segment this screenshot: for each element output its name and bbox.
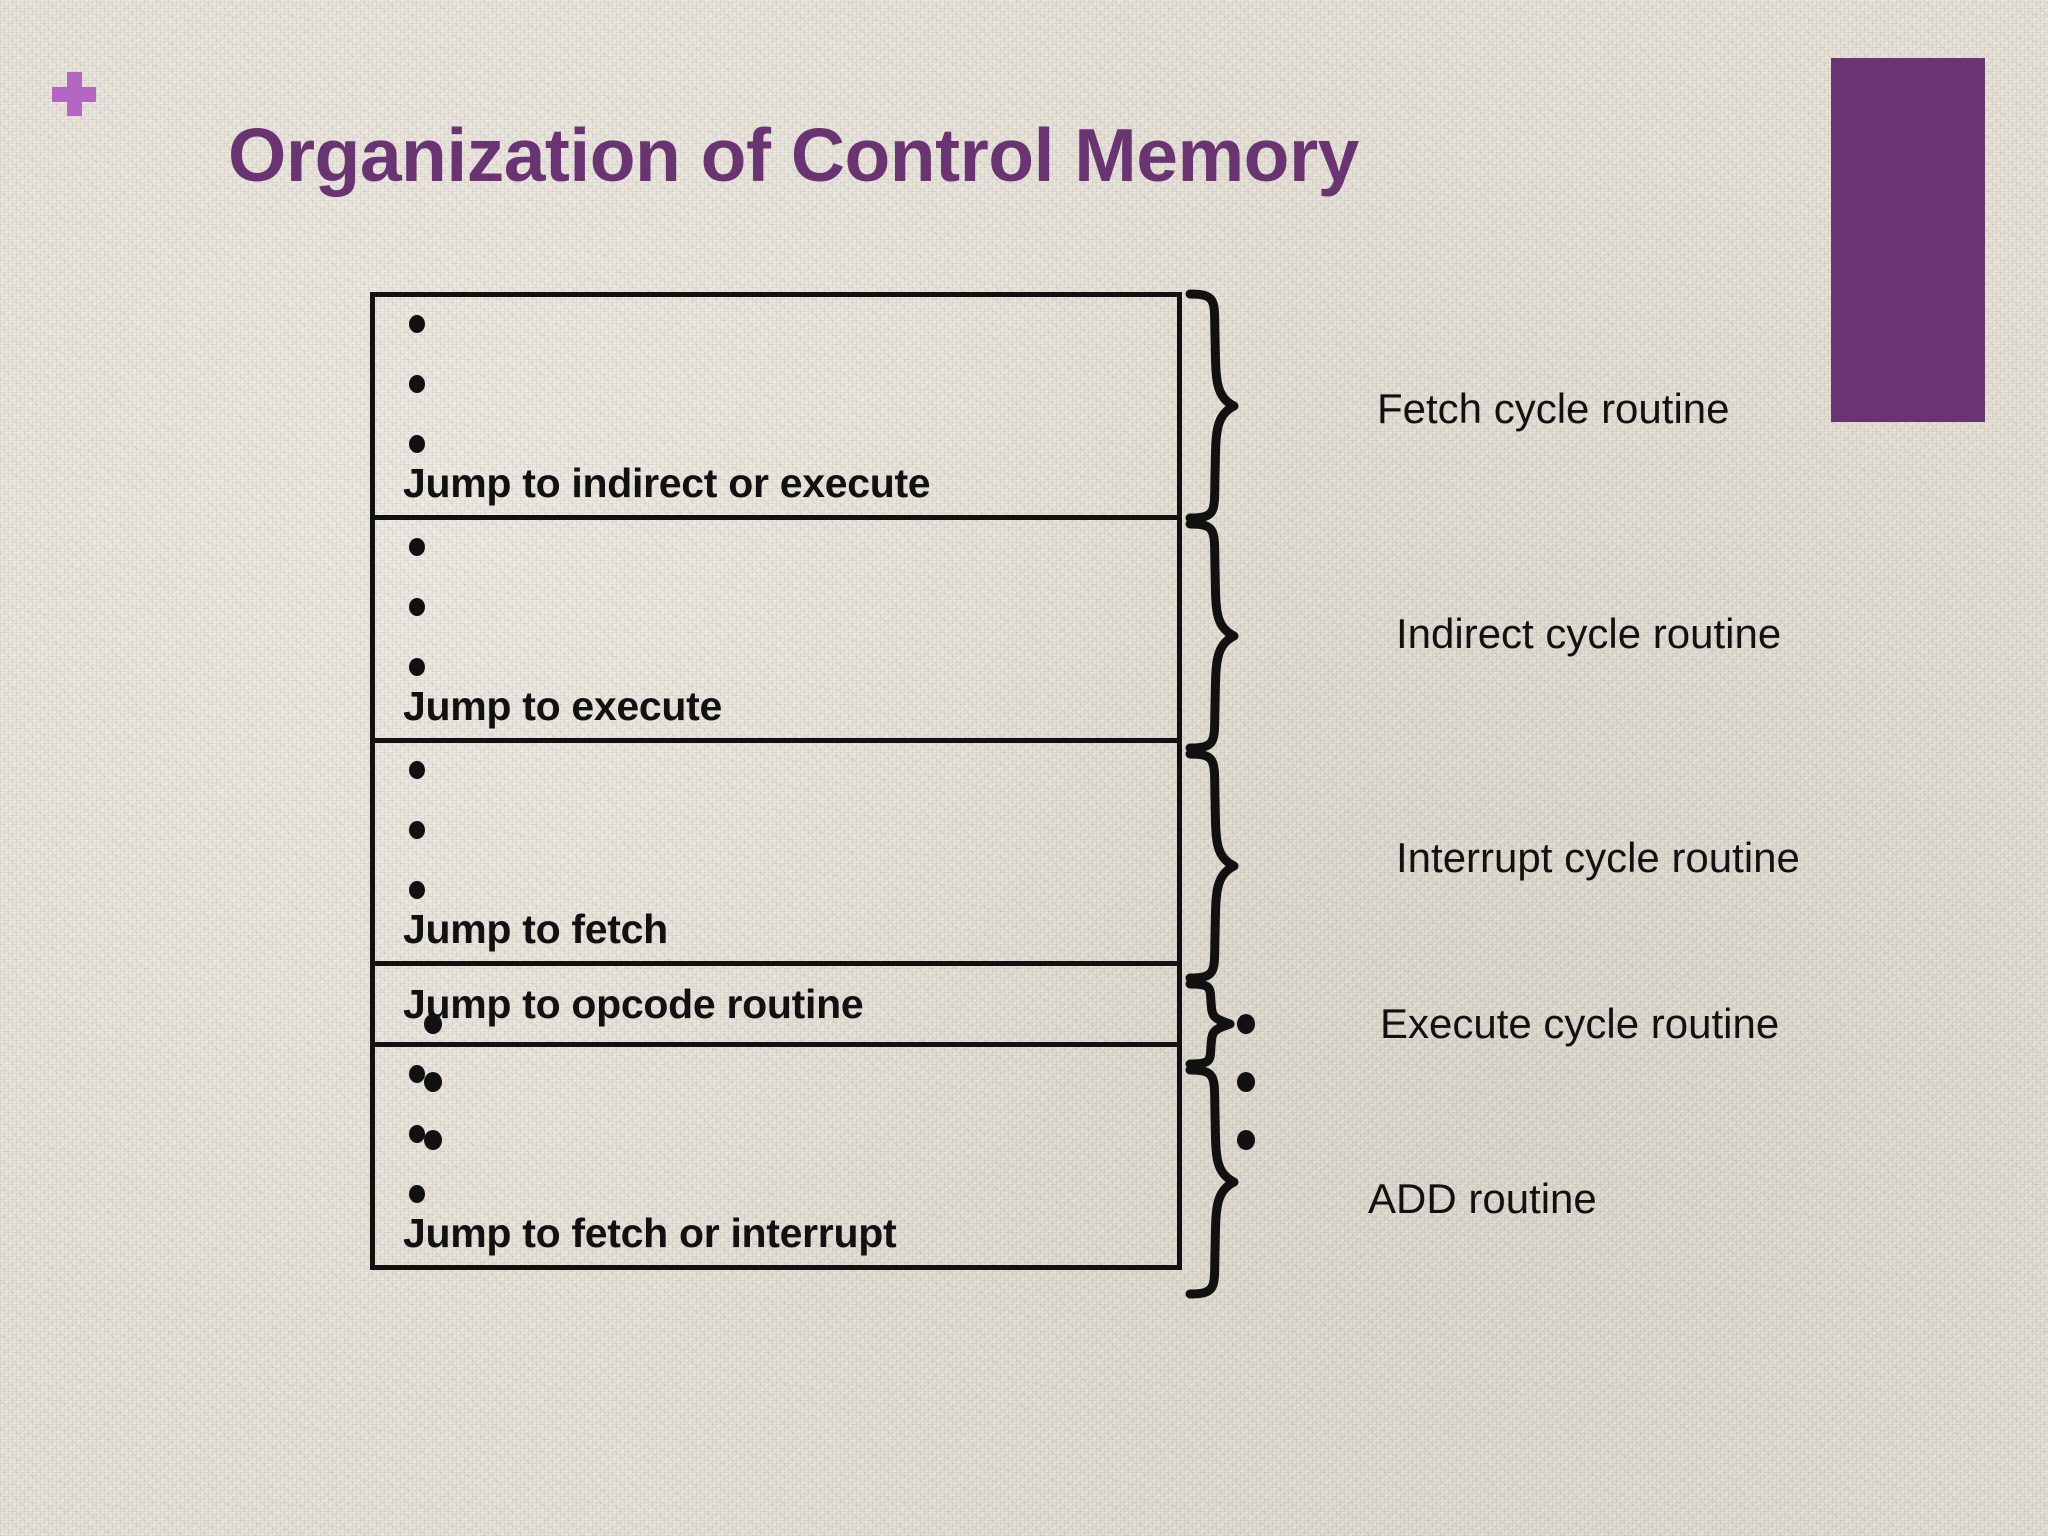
trailing-dots-right [1237, 1014, 1255, 1188]
page-title: Organization of Control Memory [228, 113, 1359, 197]
brace-fetch [1185, 289, 1239, 523]
dot [1237, 1014, 1255, 1034]
vertical-dots [409, 761, 425, 941]
routine-label-execute: Execute cycle routine [1380, 1000, 1780, 1047]
dot [409, 598, 425, 616]
plus-icon [52, 72, 96, 116]
dot [409, 761, 425, 779]
dot [409, 1185, 425, 1203]
dot [424, 1072, 442, 1092]
dot [1237, 1072, 1255, 1092]
plus-icon-vertical-bar [67, 72, 82, 116]
brace-group [1185, 289, 1239, 1299]
routine-label-fetch: Fetch cycle routine [1377, 385, 1730, 432]
memory-box-label: Jump to fetch [403, 906, 668, 952]
dot [409, 315, 425, 333]
memory-box-label: Jump to fetch or interrupt [403, 1210, 897, 1256]
memory-box-label: Jump to opcode routine [403, 981, 864, 1027]
dot [409, 658, 425, 676]
memory-box-interrupt: Jump to fetch [370, 738, 1182, 966]
brace-execute [1185, 979, 1235, 1069]
trailing-dots-left [424, 1014, 442, 1188]
dot [424, 1014, 442, 1034]
memory-box-fetch: Jump to indirect or execute [370, 292, 1182, 520]
memory-box-label: Jump to execute [403, 683, 723, 729]
dot [424, 1130, 442, 1150]
dot [409, 821, 425, 839]
memory-box-label: Jump to indirect or execute [403, 460, 931, 506]
dot [409, 881, 425, 899]
brace-interrupt [1185, 749, 1239, 983]
decorative-purple-block [1831, 58, 1985, 422]
vertical-dots [409, 1065, 425, 1245]
vertical-dots [409, 538, 425, 718]
vertical-dots [409, 315, 425, 495]
memory-box-add: Jump to fetch or interrupt [370, 1042, 1182, 1270]
dot [409, 375, 425, 393]
routine-label-indirect: Indirect cycle routine [1396, 610, 1782, 657]
memory-box-indirect: Jump to execute [370, 515, 1182, 743]
brace-indirect [1185, 519, 1239, 753]
dot [409, 1065, 425, 1083]
dot [409, 1125, 425, 1143]
dot [1237, 1130, 1255, 1150]
brace-add [1185, 1065, 1239, 1299]
routine-label-add: ADD routine [1368, 1175, 1597, 1222]
dot [409, 435, 425, 453]
control-memory-column: Jump to indirect or execute Jump to exec… [370, 292, 1182, 1270]
dot [409, 538, 425, 556]
memory-box-execute: Jump to opcode routine [370, 961, 1182, 1047]
routine-label-interrupt: Interrupt cycle routine [1396, 834, 1800, 881]
